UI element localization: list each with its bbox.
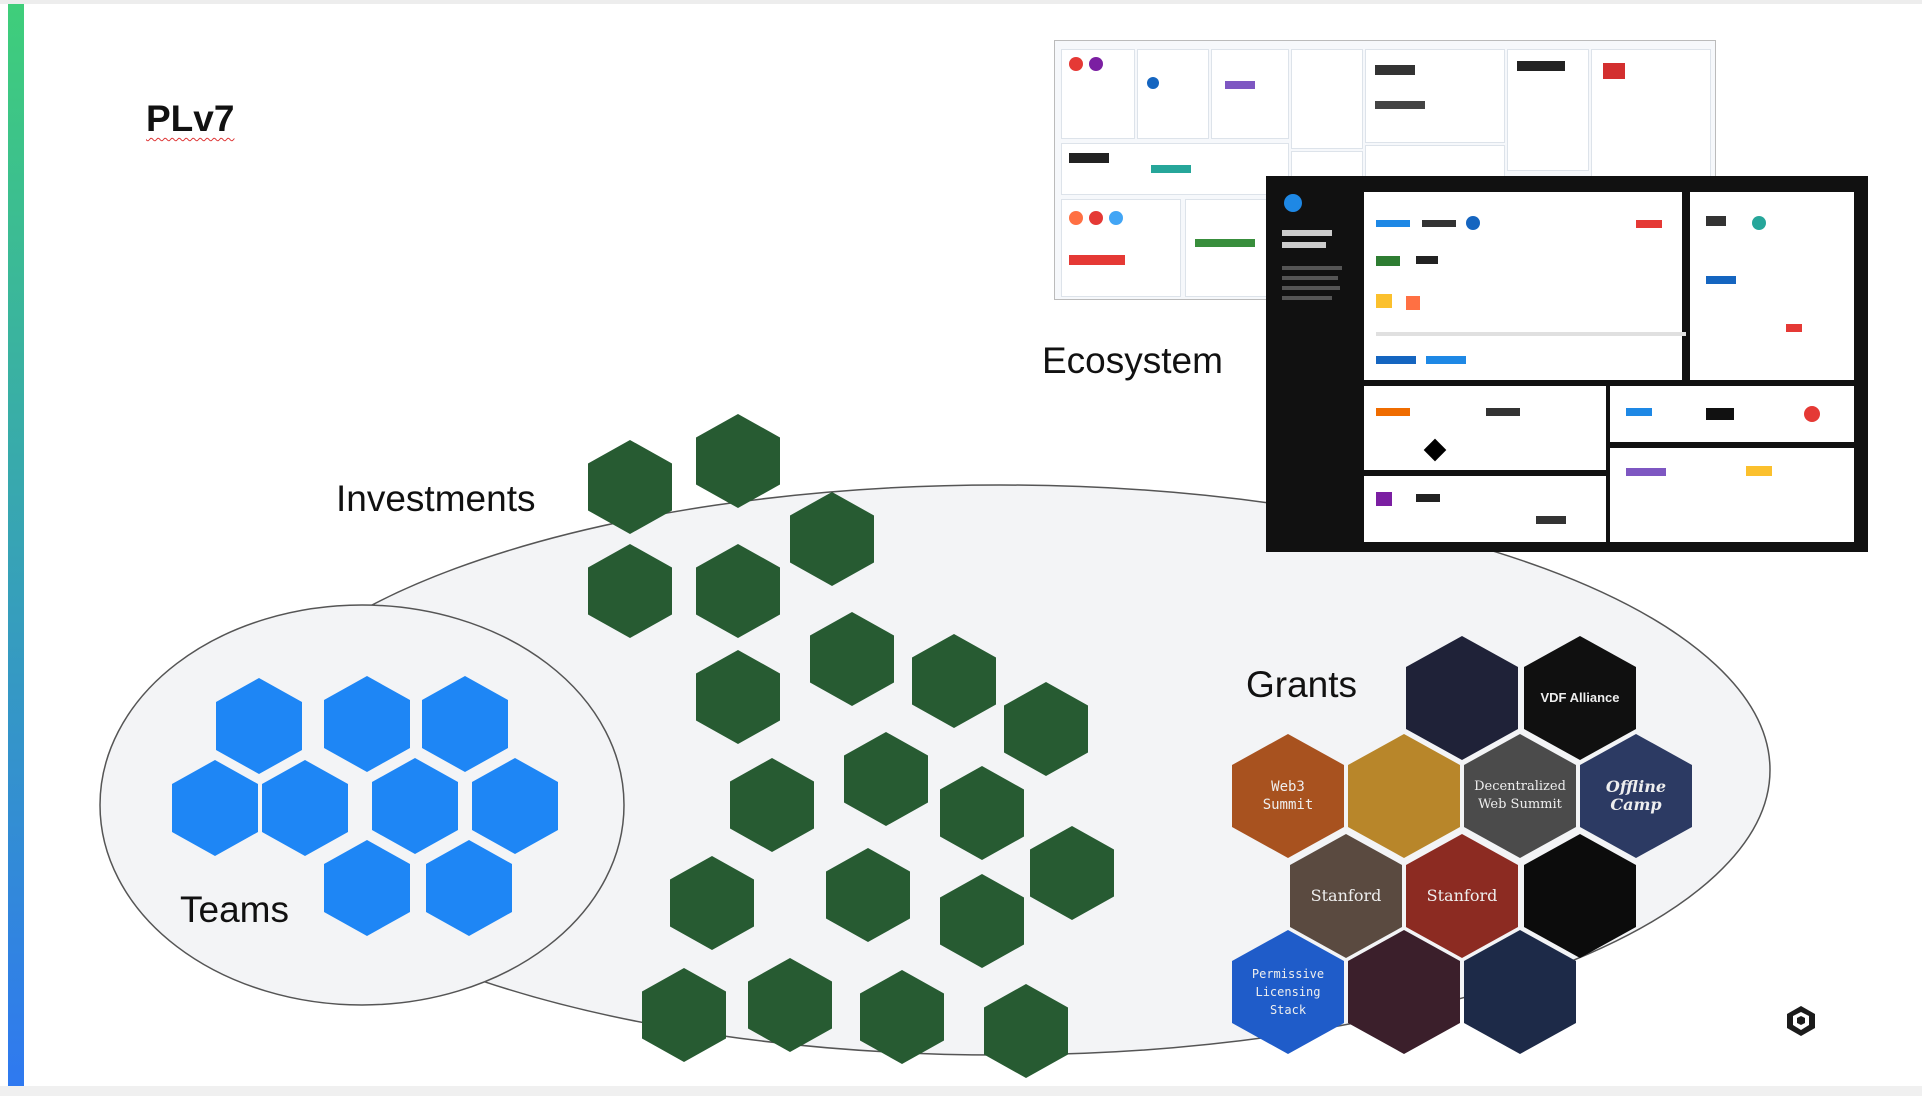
ecosystem-label: Ecosystem: [1042, 340, 1223, 381]
team-hexagon: [324, 676, 410, 772]
team-hexagon: [422, 676, 508, 772]
filecoin-ecosystem-image: [1266, 176, 1868, 552]
investment-hexagon: [1004, 682, 1088, 776]
team-hexagon: [372, 758, 458, 854]
slide-title: PLv7: [146, 98, 235, 139]
investment-hexagon: [1030, 826, 1114, 920]
cube-logo-icon: [1787, 1006, 1815, 1036]
teams-label: Teams: [180, 889, 289, 930]
accent-bar: [8, 4, 24, 1086]
team-hexagon: [262, 760, 348, 856]
investment-hexagon: [588, 544, 672, 638]
team-hexagon: [426, 840, 512, 936]
bottom-border: [0, 1086, 1922, 1096]
investment-hexagon: [696, 650, 780, 744]
investment-hexagon: [826, 848, 910, 942]
investment-hexagon: [696, 544, 780, 638]
investment-hexagon: [670, 856, 754, 950]
grants-label: Grants: [1246, 664, 1358, 705]
investment-hexagon: [730, 758, 814, 852]
top-border: [0, 0, 1922, 4]
team-hexagon: [324, 840, 410, 936]
investment-hexagon: [940, 874, 1024, 968]
investments-label: Investments: [336, 478, 536, 519]
investment-hexagon: [810, 612, 894, 706]
investment-hexagon: [912, 634, 996, 728]
investment-hexagon: [940, 766, 1024, 860]
investment-hexagon: [844, 732, 928, 826]
